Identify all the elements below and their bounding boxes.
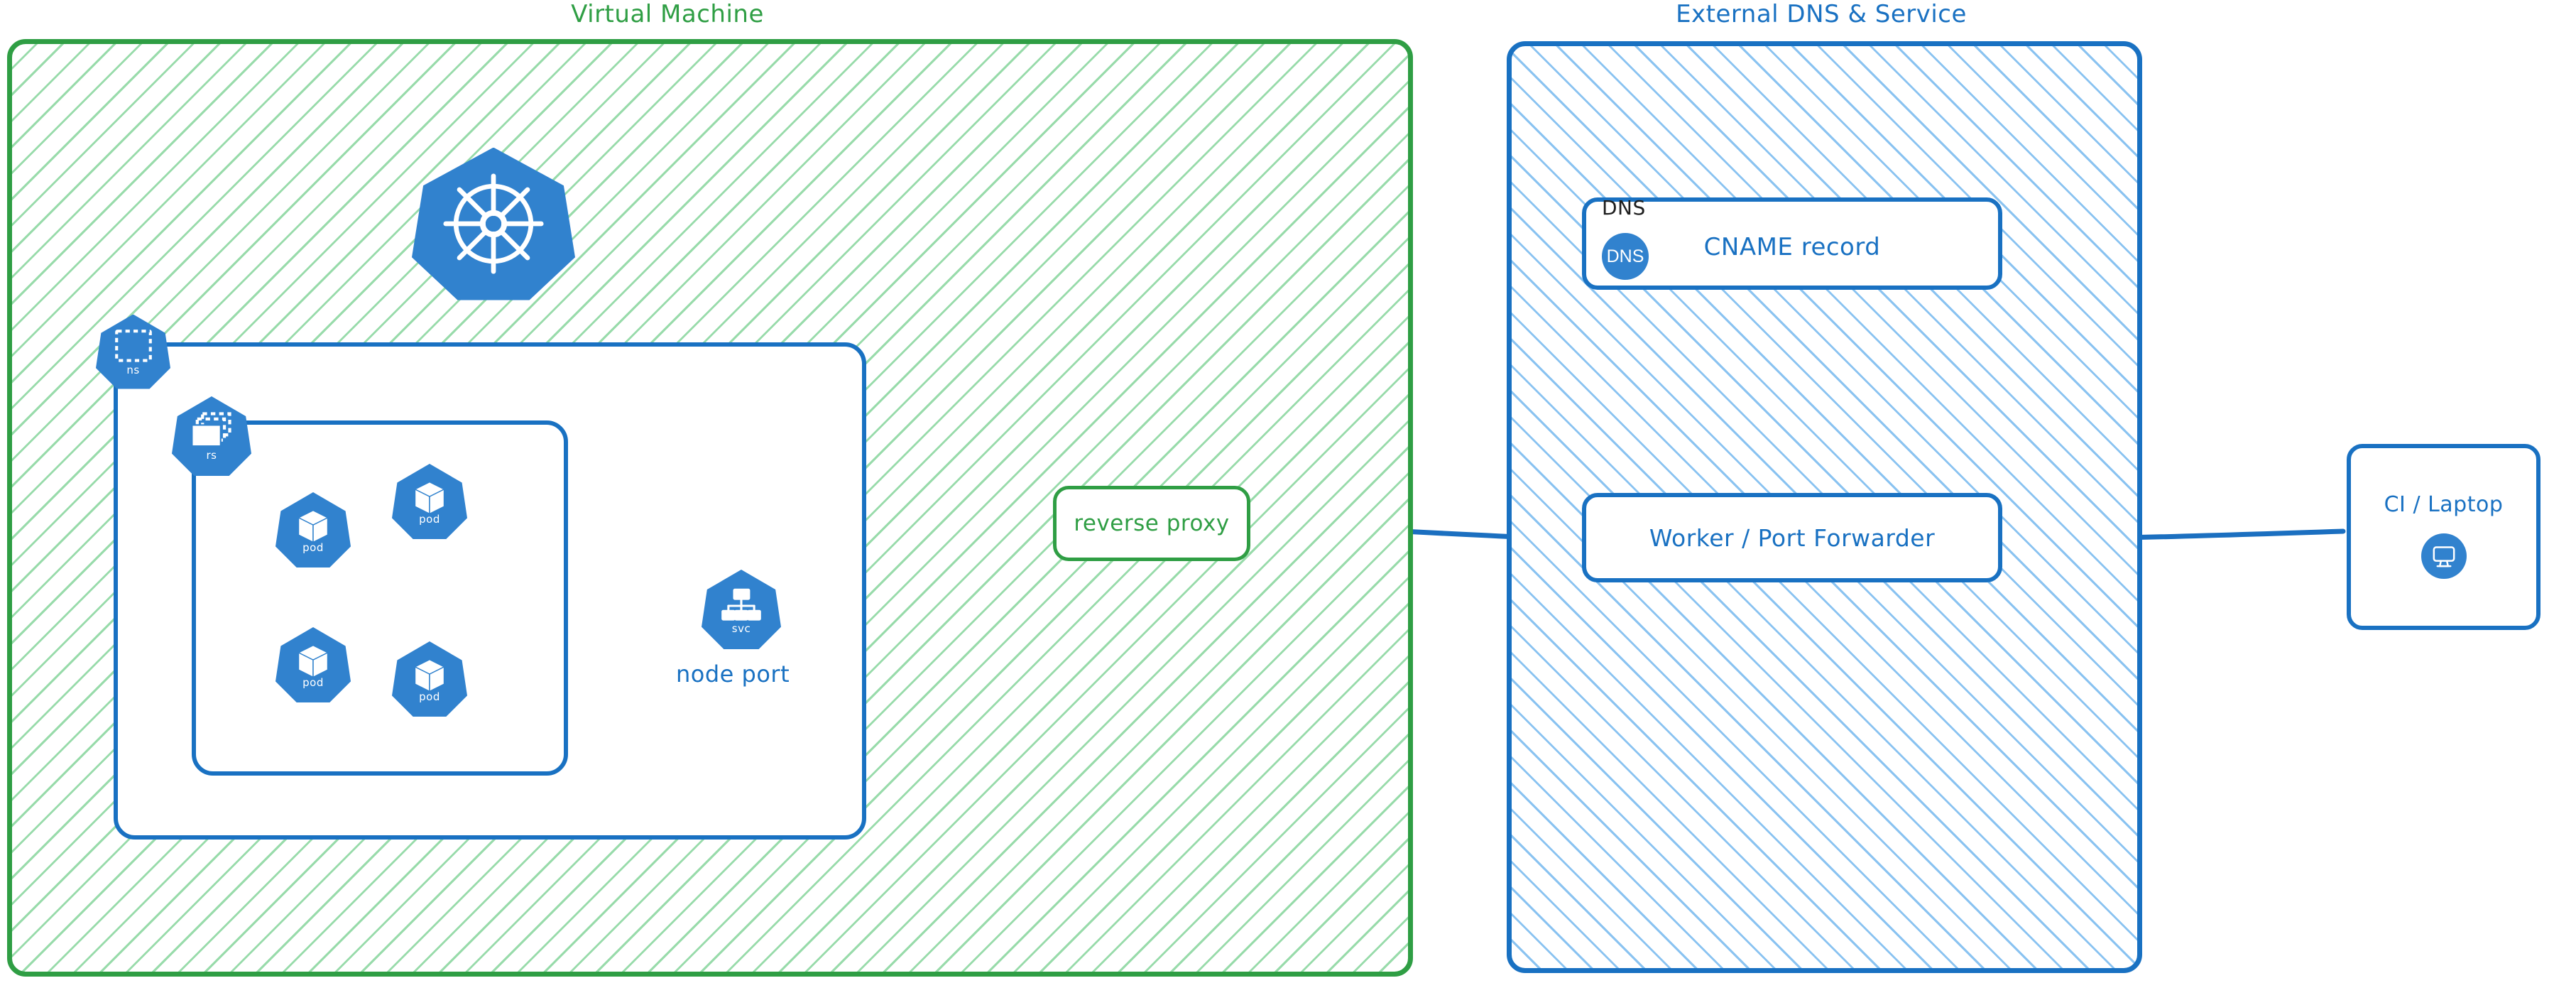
reverse-proxy-card[interactable]: reverse proxy [1053,486,1250,561]
pod-2: pod [392,462,467,541]
worker-card[interactable]: Worker / Port Forwarder [1582,493,2002,582]
dns-badge-text: DNS [1606,246,1644,266]
pod-cube-icon [275,492,351,567]
pod-3: pod [275,625,351,705]
replicaset-stacked-rectangles-icon [172,396,251,476]
namespace-badge: ns [96,313,170,391]
namespace-dashed-square-icon [96,314,170,389]
kubernetes-logo [412,142,575,305]
pod-1: pod [275,490,351,570]
desktop-monitor-icon [2421,533,2467,579]
client-card[interactable]: CI / Laptop [2347,444,2540,630]
replicaset-container [192,420,568,776]
dns-card-title: CNAME record [1703,233,1881,261]
reverse-proxy-label: reverse proxy [1074,511,1230,536]
pod-cube-icon [275,627,351,702]
worker-card-title: Worker / Port Forwarder [1649,523,1936,552]
zone-title-virtual-machine: Virtual Machine [571,0,764,28]
service-node: svc [702,567,781,652]
dns-circle-icon: DNS [1602,233,1649,280]
kubernetes-wheel-icon [412,147,575,300]
client-card-title: CI / Laptop [2384,492,2504,517]
service-hierarchy-icon [702,570,781,649]
node-port-label: node port [676,661,790,688]
pod-cube-icon [392,464,467,539]
replicaset-badge: rs [172,394,251,478]
pod-4: pod [392,639,467,719]
zone-title-external-dns: External DNS & Service [1676,0,1967,28]
pod-cube-icon [392,641,467,717]
dns-card-corner-label: DNS [1602,196,1646,219]
dns-card[interactable]: DNS DNS CNAME record [1582,196,2002,290]
